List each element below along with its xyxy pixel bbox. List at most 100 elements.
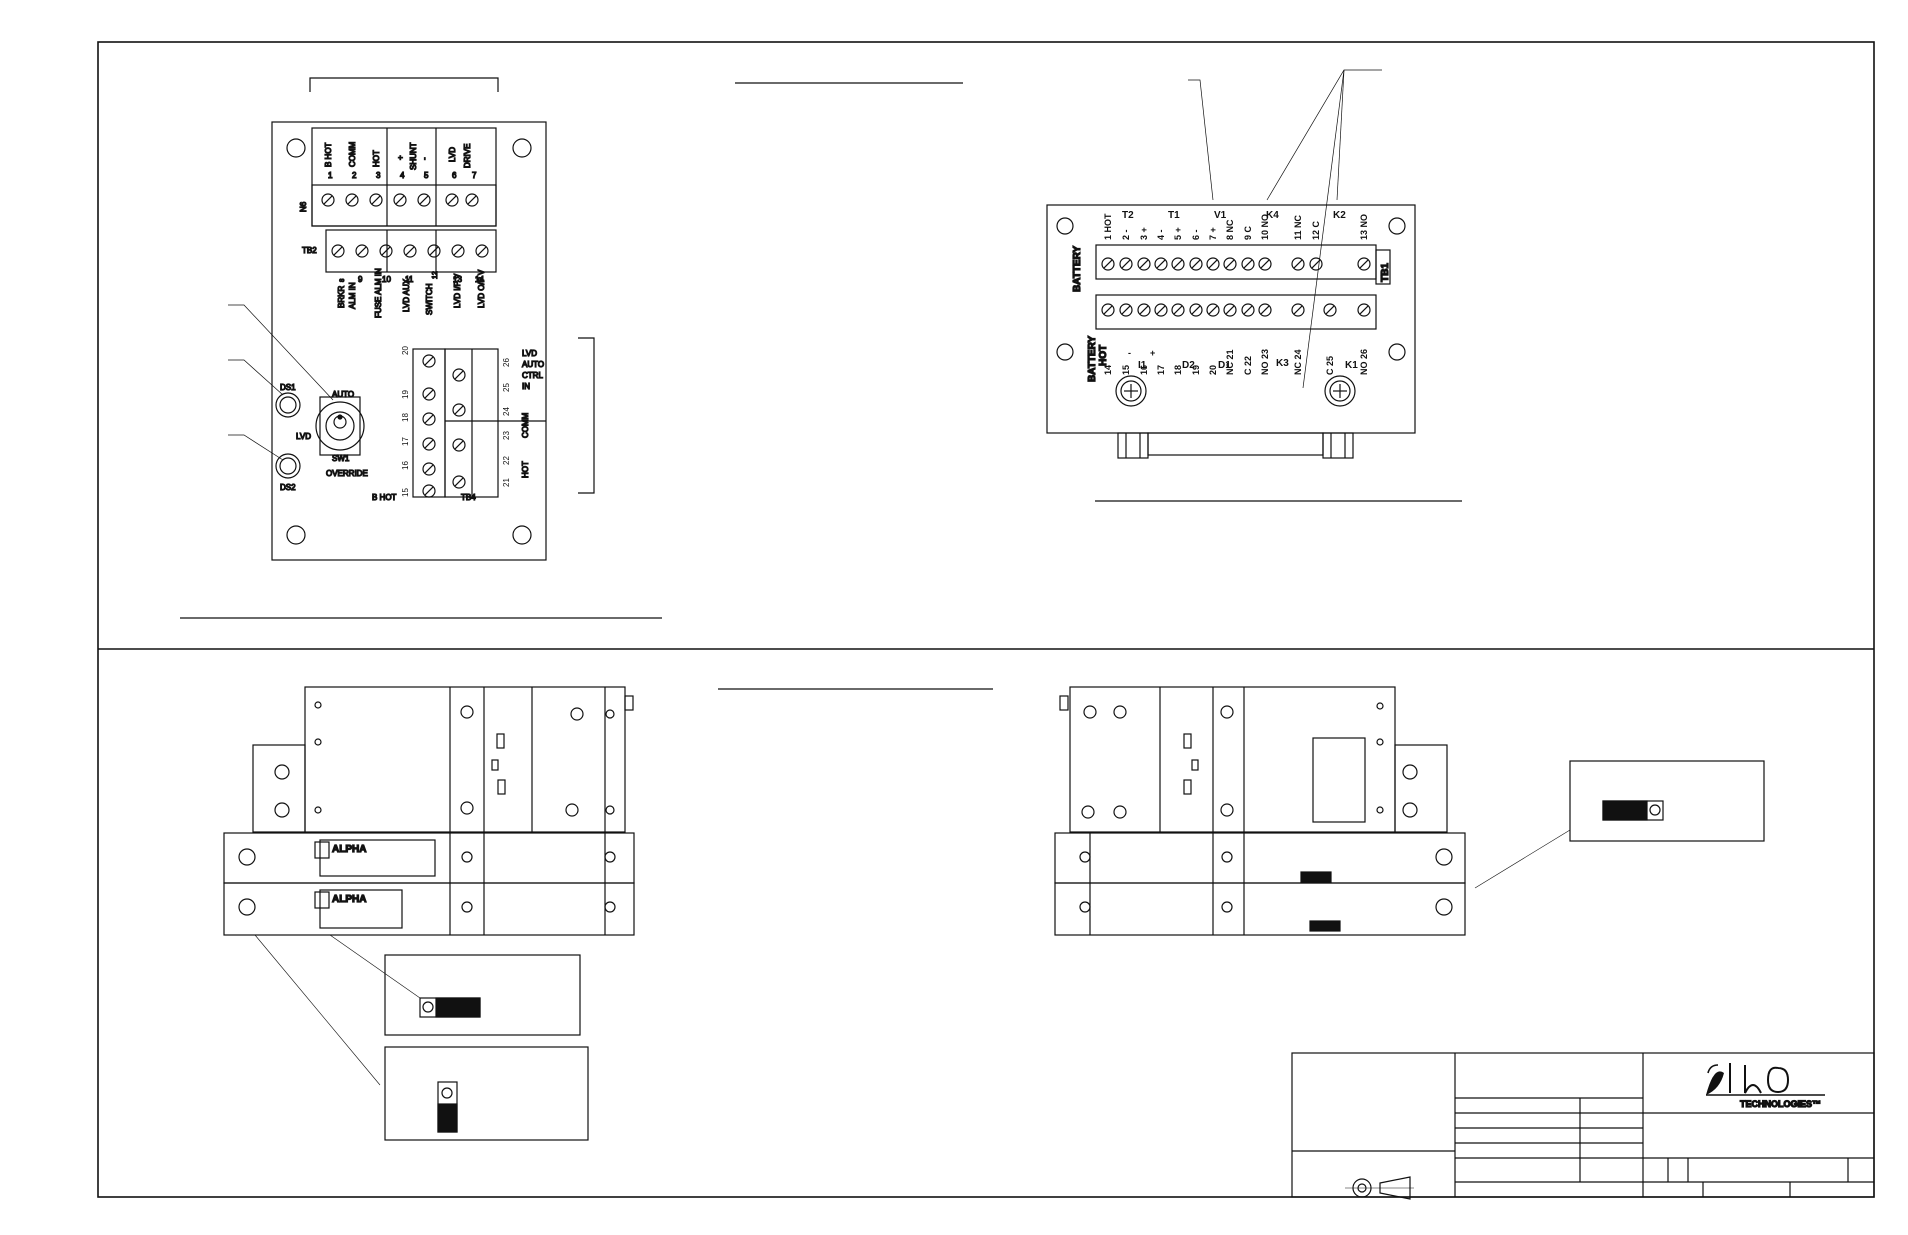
tb2-label-14: LVD O/P V xyxy=(477,269,486,308)
tb1-screw-bottom-17 xyxy=(1154,303,1168,317)
n6-label-7: DRIVE xyxy=(463,144,472,168)
tb4-lvd-auto-3: CTRL xyxy=(522,371,543,380)
n6-label-2: COMM xyxy=(348,141,357,167)
tb1-screw-top-3 xyxy=(1137,257,1151,271)
n6-screw-5 xyxy=(417,193,431,207)
tb2-screw-13 xyxy=(451,244,465,258)
tb4-screw-right-4 xyxy=(452,475,466,489)
ds2-label: DS2 xyxy=(280,483,296,492)
tb1-group-d2: D2 xyxy=(1182,360,1195,371)
tb4-lvd-auto-2: AUTO xyxy=(522,360,544,369)
tb4-hot: HOT xyxy=(521,461,530,478)
switch-lvd: LVD xyxy=(296,432,311,441)
tb1-screw-bottom-22 xyxy=(1241,303,1255,317)
tb2-label-9: ALM IN xyxy=(348,282,357,309)
tb2-num-12: 12 xyxy=(432,271,439,279)
tb1-bottom-label-22: C 22 xyxy=(1243,356,1253,375)
switch-sw1: SW1 xyxy=(332,454,350,463)
logo-name: alpha xyxy=(1700,1069,1763,1096)
tb4-num-20: 20 xyxy=(401,346,410,355)
tb2-screw-9 xyxy=(355,244,369,258)
n6-screw-6 xyxy=(445,193,459,207)
tb1-screw-top-7 xyxy=(1206,257,1220,271)
tb1-screw-bottom-14 xyxy=(1101,303,1115,317)
tb1-screw-bottom-25 xyxy=(1323,303,1337,317)
tb1-screw-bottom-21 xyxy=(1223,303,1237,317)
tb1-screw-top-6 xyxy=(1189,257,1203,271)
tb1-top-label-7: 7 + xyxy=(1208,227,1218,240)
tb1-top-label-6: 6 - xyxy=(1191,229,1201,240)
front-left-brand-1: ALPHA xyxy=(332,844,366,855)
tb1-top-label-8: 8 NC xyxy=(1225,219,1235,240)
tb1-screw-bottom-24 xyxy=(1291,303,1305,317)
tb4-id: TB4 xyxy=(461,493,476,502)
tb1-top-label-4: 4 - xyxy=(1156,229,1166,240)
tb1-screw-top-8 xyxy=(1223,257,1237,271)
n6-num-2: 2 xyxy=(352,171,357,180)
tb4-lvd-auto-4: IN xyxy=(522,382,530,391)
tb1-screw-bottom-23 xyxy=(1258,303,1272,317)
tb4-screw-left-3 xyxy=(422,412,436,426)
n6-screw-1 xyxy=(321,193,335,207)
tb1-bottom-label-14: 14 xyxy=(1103,365,1113,375)
tb1-screw-bottom-16 xyxy=(1137,303,1151,317)
tb1-battery-bottom-1: BATTERY xyxy=(1087,336,1098,382)
tb4-num-17: 17 xyxy=(401,437,410,446)
tb1-screw-bottom-19 xyxy=(1189,303,1203,317)
tb2-num-13: 13 xyxy=(453,275,462,284)
tb2-label-12: SWITCH xyxy=(425,283,434,315)
tb1-bottom-label-17: 17 xyxy=(1156,365,1166,375)
tb1-bottom-label-25: C 25 xyxy=(1325,356,1335,375)
tb4-screw-left-6 xyxy=(422,484,436,498)
tb2-screw-11 xyxy=(403,244,417,258)
n6-screw-3 xyxy=(369,193,383,207)
tb1-bottom-label-16: 16 xyxy=(1139,365,1149,375)
tb4-num-23: 23 xyxy=(502,431,511,440)
tb1-screw-top-10 xyxy=(1258,257,1272,271)
tb1-screw-top-1 xyxy=(1101,257,1115,271)
tb1-group-t2: T2 xyxy=(1122,210,1134,221)
n6-num-5: 5 xyxy=(424,171,429,180)
n6-screw-7 xyxy=(465,193,479,207)
tb2-num-9: 9 xyxy=(358,275,363,284)
callout-leaders-board xyxy=(228,304,334,461)
tb1-screw-top-13 xyxy=(1357,257,1371,271)
tb1-bottom-label-21: NC 21 xyxy=(1225,349,1235,375)
n6-num-3: 3 xyxy=(376,171,381,180)
tb1-top-label-10: 10 NO xyxy=(1260,214,1270,240)
db-connector xyxy=(1117,432,1354,459)
tb4-comm: COMM xyxy=(521,412,530,438)
tb4-num-15: 15 xyxy=(401,488,410,497)
tb1-screw-top-5 xyxy=(1171,257,1185,271)
n6-num-6: 6 xyxy=(452,171,457,180)
mount-screw-left xyxy=(1115,375,1147,407)
ds1-label: DS1 xyxy=(280,383,296,392)
tb1-top-label-11: 11 NC xyxy=(1293,214,1303,240)
tb1-bottom-label-24: NC 24 xyxy=(1293,349,1303,375)
tb1-screw-top-12 xyxy=(1309,257,1323,271)
tb1-bottom-label-19: 19 xyxy=(1191,365,1201,375)
tb1-bottom-label-23: NO 23 xyxy=(1260,349,1270,375)
override-switch[interactable] xyxy=(315,396,365,456)
tb1-battery-bottom-2: HOT xyxy=(1098,345,1109,366)
n6-num-4: 4 xyxy=(400,171,405,180)
terminal-block-n6 xyxy=(311,127,497,227)
tb1-group-d1: D1 xyxy=(1218,360,1231,371)
n6-label-3: HOT xyxy=(372,150,381,167)
tb1-group-i1: I1 xyxy=(1138,360,1147,371)
projection-symbol xyxy=(1345,1176,1414,1200)
tb1-group-k2: K2 xyxy=(1333,210,1346,221)
tb1-group-k3: K3 xyxy=(1276,358,1289,369)
tb2-screw-14 xyxy=(475,244,489,258)
tb1-sign-minus: - xyxy=(1128,348,1131,358)
tb2-screw-10 xyxy=(379,244,393,258)
tb2-num-10: 10 xyxy=(382,275,391,284)
front-left-brand-2: ALPHA xyxy=(332,894,366,905)
tb1-screw-top-9 xyxy=(1241,257,1255,271)
tb1-screw-top-2 xyxy=(1119,257,1133,271)
tb1-top-row xyxy=(1095,244,1377,280)
tb1-group-k4: K4 xyxy=(1266,210,1279,221)
tb4-num-19: 19 xyxy=(401,390,410,399)
tb1-top-label-13: 13 NO xyxy=(1359,214,1369,240)
